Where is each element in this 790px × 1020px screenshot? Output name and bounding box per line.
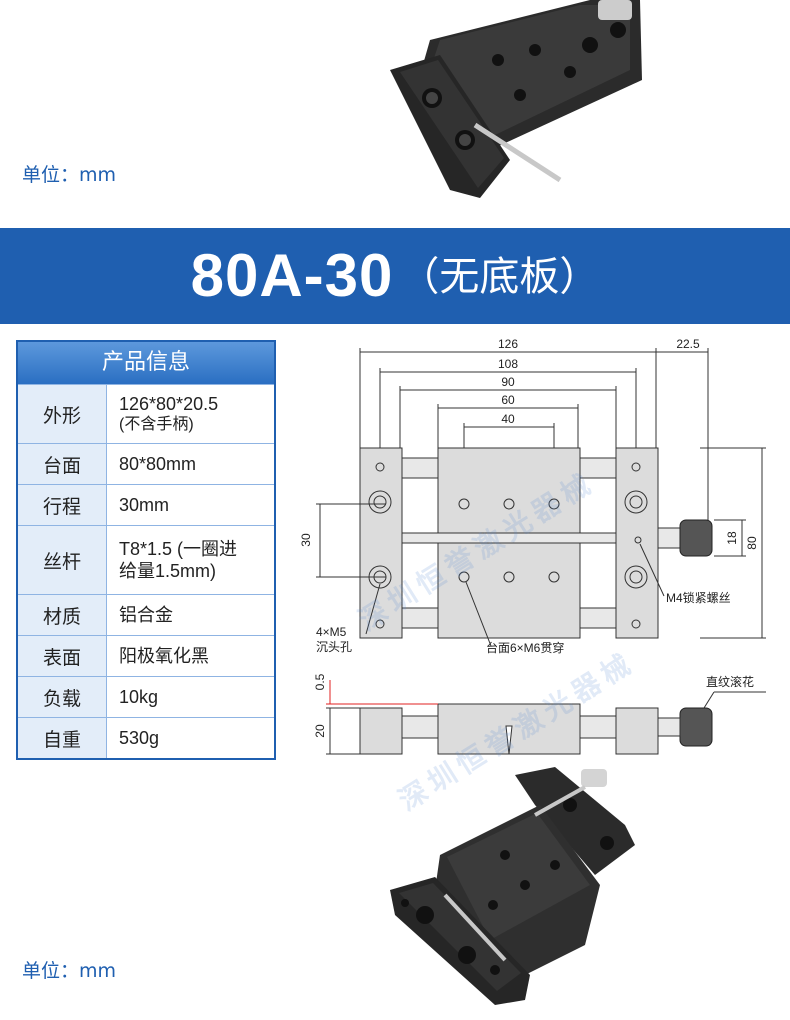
spec-row: 行程 30mm	[18, 484, 274, 525]
top-unit-label: 单位：mm	[22, 164, 117, 186]
spec-value: T8*1.5 (一圈进	[119, 539, 238, 559]
spec-value: 铝合金	[119, 605, 173, 625]
spec-value: 30mm	[119, 495, 170, 515]
label-m5-countersink: 沉头孔	[316, 640, 352, 654]
spec-key: 表面	[18, 636, 107, 676]
spec-key: 负载	[18, 677, 107, 717]
spec-key: 材质	[18, 595, 107, 635]
bottom-product-photo	[390, 767, 635, 1005]
model-banner: 80A-30（无底板）	[0, 228, 790, 324]
spec-table-title: 产品信息	[18, 342, 274, 384]
spec-value: 126*80*20.5	[119, 394, 219, 414]
dim-20: 20	[313, 724, 327, 738]
spec-table: 产品信息 外形 126*80*20.5 (不含手柄) 台面 80*80mm 行程 …	[16, 340, 276, 760]
label-m5: 4×M5	[316, 625, 347, 639]
model-subtitle: （无底板）	[399, 254, 600, 300]
dim-40: 40	[501, 412, 515, 426]
model-number: 80A-30	[190, 242, 394, 309]
spec-row: 材质 铝合金	[18, 594, 274, 635]
spec-value: 10kg	[119, 687, 159, 707]
label-m6: 台面6×M6贯穿	[486, 640, 564, 655]
technical-drawing: 126 108 90 60 40 22.5 30 18 80 0.5 20 4×…	[299, 337, 766, 755]
dim-80: 80	[745, 536, 759, 550]
spec-row: 外形 126*80*20.5 (不含手柄)	[18, 384, 274, 443]
spec-row: 自重 530g	[18, 717, 274, 758]
spec-row: 台面 80*80mm	[18, 443, 274, 484]
dim-108: 108	[498, 357, 518, 371]
dim-18: 18	[725, 531, 739, 545]
spec-key: 外形	[18, 385, 107, 443]
spec-note: 给量1.5mm)	[119, 561, 217, 581]
spec-row: 负载 10kg	[18, 676, 274, 717]
spec-key: 台面	[18, 444, 107, 484]
spec-value: 80*80mm	[119, 454, 197, 474]
dim-60: 60	[501, 393, 515, 407]
dim-0-5: 0.5	[313, 673, 327, 690]
dim-22-5: 22.5	[676, 337, 700, 351]
spec-note: (不含手柄)	[119, 416, 194, 433]
spec-key: 行程	[18, 485, 107, 525]
label-m4: M4锁紧螺丝	[666, 590, 731, 605]
label-knurl: 直纹滚花	[706, 674, 754, 689]
bottom-unit-label: 单位：mm	[22, 960, 117, 982]
top-product-photo	[390, 0, 642, 198]
spec-row: 丝杆 T8*1.5 (一圈进给量1.5mm)	[18, 525, 274, 594]
spec-value: 阳极氧化黑	[119, 646, 209, 666]
spec-key: 自重	[18, 718, 107, 758]
spec-row: 表面 阳极氧化黑	[18, 635, 274, 676]
dim-30: 30	[299, 533, 313, 547]
spec-key: 丝杆	[18, 526, 107, 594]
spec-value: 530g	[119, 728, 160, 748]
dim-90: 90	[501, 375, 515, 389]
dim-126: 126	[498, 337, 518, 351]
